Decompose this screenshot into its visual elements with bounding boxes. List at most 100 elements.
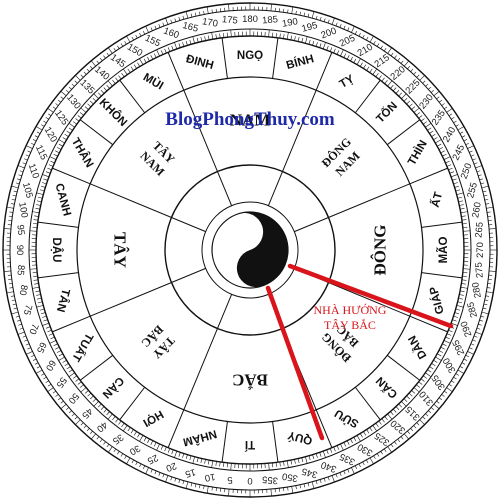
- tick: [485, 203, 490, 205]
- tick: [47, 387, 54, 392]
- tick: [192, 456, 195, 464]
- tick: [24, 158, 28, 161]
- tick: [37, 297, 42, 300]
- tick: [40, 185, 46, 188]
- tick: [429, 366, 434, 370]
- tick: [383, 47, 387, 52]
- mountain-divider: [315, 52, 333, 91]
- tick: [369, 457, 374, 465]
- tick: [55, 150, 60, 154]
- note-line-1: NHÀ HƯỚNG: [313, 303, 387, 317]
- tick: [27, 347, 31, 350]
- tick: [137, 62, 141, 67]
- tick: [26, 351, 33, 355]
- tick: [19, 327, 24, 330]
- tick: [448, 113, 453, 117]
- tick: [6, 206, 14, 209]
- degree-label: 120: [42, 125, 59, 144]
- tick: [98, 92, 102, 97]
- tick: [60, 96, 64, 100]
- tick: [62, 137, 67, 141]
- tick: [223, 462, 225, 467]
- tick: [387, 47, 392, 54]
- tick: [206, 486, 209, 494]
- tick: [457, 301, 463, 304]
- northwest-arrow-lines: [265, 263, 454, 441]
- degree-label: 190: [281, 16, 299, 30]
- tick: [335, 22, 338, 27]
- tick: [117, 451, 120, 455]
- tick: [167, 448, 171, 453]
- tick: [343, 442, 347, 447]
- tick: [407, 430, 410, 434]
- tick: [366, 429, 370, 434]
- tick: [228, 489, 230, 497]
- tick: [395, 406, 400, 411]
- tick: [33, 275, 38, 277]
- tick: [275, 462, 277, 467]
- degree-label: 5: [227, 474, 233, 485]
- tick: [387, 80, 393, 87]
- tick: [31, 354, 35, 358]
- degree-label: 30: [127, 442, 142, 457]
- tick: [35, 369, 43, 374]
- tick: [438, 147, 444, 150]
- tick: [384, 416, 388, 420]
- tick: [329, 47, 333, 52]
- tick: [42, 182, 47, 185]
- tick: [410, 68, 414, 72]
- tick: [17, 319, 21, 322]
- tick: [139, 32, 142, 37]
- tick: [47, 113, 52, 117]
- tick: [42, 315, 47, 318]
- tick: [122, 425, 128, 432]
- tick: [68, 372, 75, 378]
- tick: [353, 58, 357, 63]
- tick: [485, 295, 490, 297]
- tick: [418, 381, 423, 385]
- tick: [467, 145, 474, 149]
- tick: [453, 120, 457, 124]
- yin-half: [236, 212, 288, 288]
- tick: [446, 108, 453, 113]
- tick: [433, 91, 440, 96]
- mountain-label: MÃO: [437, 237, 450, 264]
- tick: [279, 33, 281, 39]
- tick: [476, 170, 481, 173]
- tick: [286, 460, 289, 468]
- tick: [156, 443, 160, 451]
- tick: [460, 286, 468, 289]
- tick: [189, 455, 192, 461]
- tick: [174, 450, 178, 458]
- tick: [291, 6, 294, 14]
- tick: [422, 416, 426, 420]
- tick: [401, 93, 407, 99]
- degree-label: 90: [14, 245, 25, 256]
- tick: [451, 117, 455, 120]
- tick: [75, 419, 81, 425]
- tick: [479, 319, 483, 322]
- tick: [475, 165, 483, 169]
- tick: [410, 428, 414, 432]
- tick: [80, 387, 87, 393]
- mountain-divider: [354, 79, 381, 114]
- tick: [489, 270, 497, 272]
- tick: [311, 11, 315, 19]
- tick: [456, 305, 464, 308]
- tick: [449, 171, 455, 174]
- tick: [158, 472, 161, 476]
- tick: [455, 373, 459, 376]
- tick: [139, 58, 144, 65]
- tick: [57, 397, 62, 401]
- tick: [211, 486, 213, 491]
- tick: [461, 279, 467, 281]
- tick: [150, 469, 153, 473]
- tick: [131, 36, 134, 41]
- tick: [86, 428, 90, 432]
- tick: [333, 48, 336, 54]
- tick: [35, 208, 40, 210]
- tick: [438, 99, 443, 103]
- tick: [9, 211, 14, 213]
- tick: [171, 449, 174, 455]
- tick: [80, 384, 84, 388]
